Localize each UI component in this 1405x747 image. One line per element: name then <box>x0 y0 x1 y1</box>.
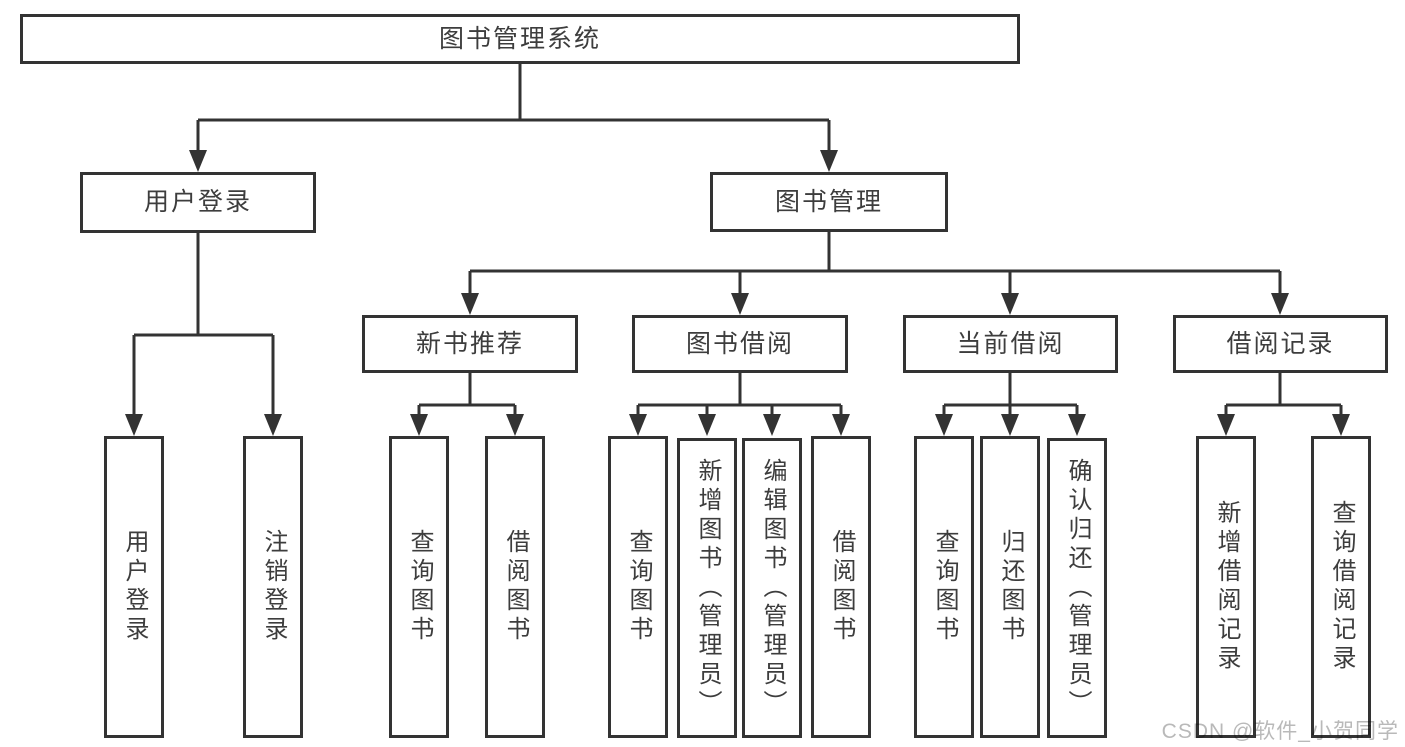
node-current-borrowing: 当前借阅 <box>903 315 1118 373</box>
leaf-label: 查询图书 <box>931 529 958 645</box>
leaf-label: 查询借阅记录 <box>1328 500 1355 674</box>
arrowheads <box>125 150 1350 436</box>
node-new-book-recommendation: 新书推荐 <box>362 315 578 373</box>
leaf-label: 确认归还（管理员） <box>1064 457 1091 719</box>
csdn-watermark: CSDN @软件_小贺同学 <box>1161 720 1399 743</box>
node-library-management-system: 图书管理系统 <box>20 14 1020 64</box>
leaf-return-books: 归还图书 <box>980 436 1040 738</box>
leaf-add-books-admin: 新增图书（管理员） <box>677 438 737 738</box>
node-book-management: 图书管理 <box>710 172 948 232</box>
node-user-login: 用户登录 <box>80 172 316 233</box>
leaf-label: 查询图书 <box>406 529 433 645</box>
leaf-label: 用户登录 <box>121 529 148 645</box>
leaf-query-books-recommend: 查询图书 <box>389 436 449 738</box>
leaf-label: 借阅图书 <box>502 529 529 645</box>
leaf-logout-login: 注销登录 <box>243 436 303 738</box>
leaf-query-borrow-record: 查询借阅记录 <box>1311 436 1371 738</box>
node-borrowing-records: 借阅记录 <box>1173 315 1388 373</box>
node-book-borrowing: 图书借阅 <box>632 315 848 373</box>
leaf-label: 新增图书（管理员） <box>694 457 721 719</box>
leaf-user-login: 用户登录 <box>104 436 164 738</box>
leaf-edit-books-admin: 编辑图书（管理员） <box>742 438 802 738</box>
leaf-label: 借阅图书 <box>828 529 855 645</box>
leaf-label: 归还图书 <box>997 529 1024 645</box>
leaf-add-borrow-record: 新增借阅记录 <box>1196 436 1256 738</box>
leaf-label: 编辑图书（管理员） <box>759 457 786 719</box>
leaf-query-books-current: 查询图书 <box>914 436 974 738</box>
leaf-confirm-return-admin: 确认归还（管理员） <box>1047 438 1107 738</box>
leaf-label: 查询图书 <box>625 529 652 645</box>
leaf-label: 新增借阅记录 <box>1213 500 1240 674</box>
leaf-borrow-books: 借阅图书 <box>811 436 871 738</box>
leaf-label: 注销登录 <box>260 529 287 645</box>
leaf-query-books-borrow: 查询图书 <box>608 436 668 738</box>
leaf-borrow-books-recommend: 借阅图书 <box>485 436 545 738</box>
